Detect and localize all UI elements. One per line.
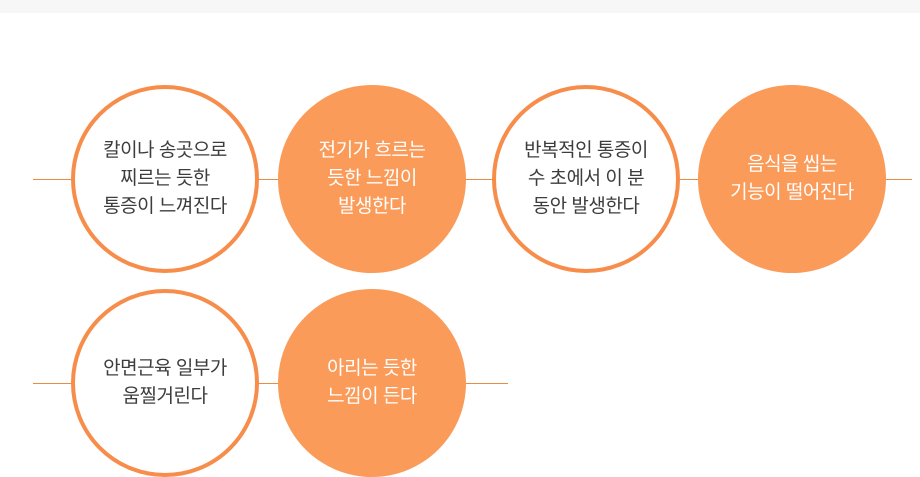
connector-line-row2 bbox=[33, 383, 508, 384]
symptom-circle-2: 전기가 흐르는 듯한 느낌이 발생한다 bbox=[278, 85, 466, 273]
symptom-circle-3: 반복적인 통증이 수 초에서 이 분 동안 발생한다 bbox=[492, 85, 680, 273]
symptom-text-5: 안면근육 일부가 움찔거린다 bbox=[103, 358, 227, 407]
symptom-circle-6: 아리는 듯한 느낌이 든다 bbox=[278, 289, 466, 477]
symptom-circle-1: 칼이나 송곳으로 찌르는 듯한 통증이 느껴진다 bbox=[71, 85, 259, 273]
symptom-circle-5: 안면근육 일부가 움찔거린다 bbox=[71, 289, 259, 477]
top-bar bbox=[0, 0, 920, 13]
symptom-circle-4: 음식을 씹는 기능이 떨어진다 bbox=[698, 85, 886, 273]
symptom-text-1: 칼이나 송곳으로 찌르는 듯한 통증이 느껴진다 bbox=[103, 140, 227, 217]
symptom-text-4: 음식을 씹는 기능이 떨어진다 bbox=[730, 154, 854, 203]
symptom-text-6: 아리는 듯한 느낌이 든다 bbox=[327, 358, 417, 407]
symptom-text-2: 전기가 흐르는 듯한 느낌이 발생한다 bbox=[318, 140, 426, 217]
connector-line-row1 bbox=[33, 179, 912, 180]
symptom-text-3: 반복적인 통증이 수 초에서 이 분 동안 발생한다 bbox=[524, 140, 648, 217]
